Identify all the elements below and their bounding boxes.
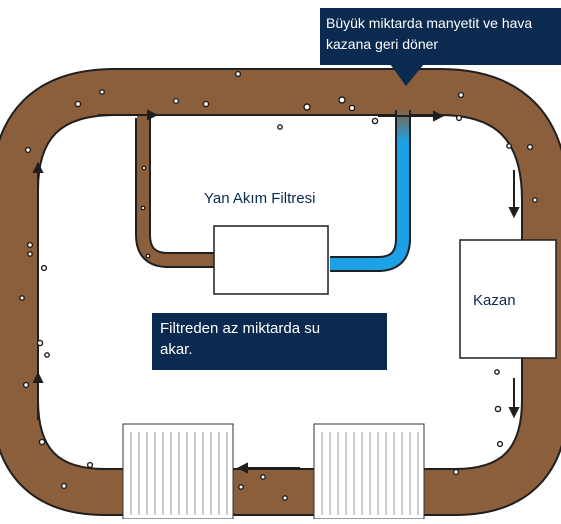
filter-flow-callout-line2: akar. [160,341,193,358]
radiator-left [122,423,234,520]
callout-pointer [390,64,424,86]
boiler-label: Kazan [473,292,516,309]
sludge-particles [19,70,538,501]
side-stream-filter [213,225,329,295]
return-callout-line1: Büyük miktarda manyetit ve hava [326,15,533,31]
branch-pipe-outlet [330,108,411,272]
radiator-right [313,423,425,520]
return-callout: Büyük miktarda manyetit ve hava kazana g… [320,8,561,65]
boiler-box [459,239,557,359]
filter-flow-callout: Filtreden az miktarda su akar. [152,313,387,370]
filter-label: Yan Akım Filtresi [204,190,316,207]
main-circuit-pipe [0,68,561,516]
flow-arrows [32,109,520,474]
return-callout-line2: kazana geri döner [326,36,439,52]
branch-pipe-inlet [135,112,214,268]
filter-flow-callout-line1: Filtreden az miktarda su [160,320,321,337]
